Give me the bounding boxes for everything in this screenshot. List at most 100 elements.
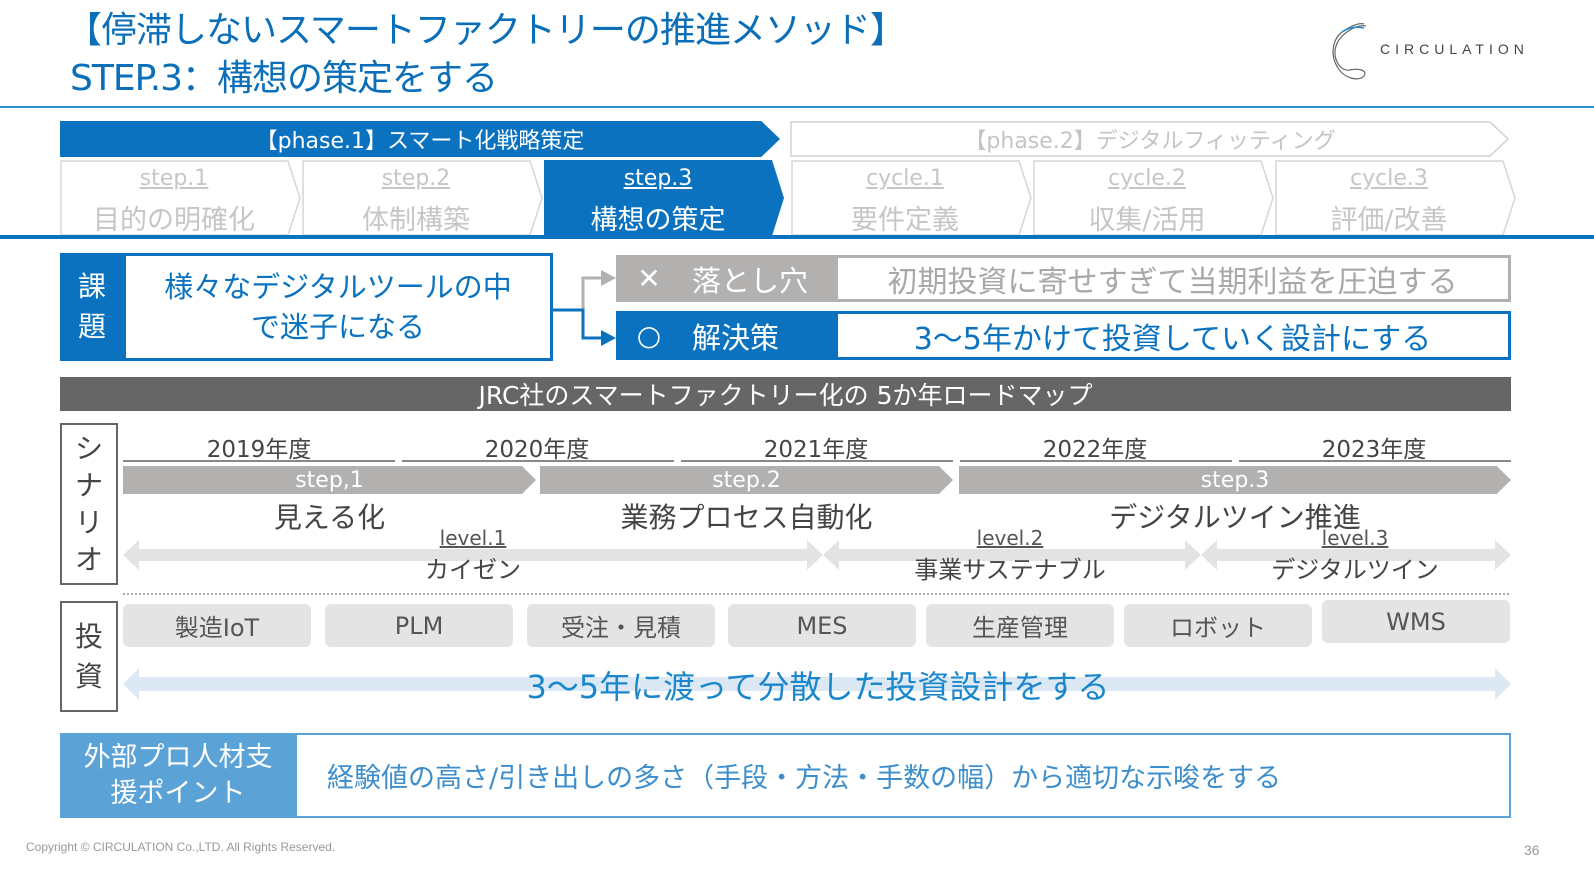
investment-message: 3～5年に渡って分散した投資設計をする bbox=[526, 668, 1110, 706]
pitfall-tag: ✕ 落とし穴 bbox=[616, 255, 838, 302]
roadmap-step-1-title: 見える化 bbox=[273, 501, 386, 534]
support-point-box: 経験値の高さ/引き出しの多さ（手段・方法・手数の幅）から適切な示唆をする bbox=[295, 733, 1511, 818]
support-point-tag: 外部プロ人材支 援ポイント bbox=[60, 733, 296, 818]
year-2023: 2023年度 bbox=[1321, 437, 1427, 463]
roadmap-title: JRC社のスマートファクトリー化の 5か年ロードマップ bbox=[478, 381, 1093, 410]
solution-tag-label: 解決策 bbox=[692, 320, 780, 355]
level-3-text: デジタルツイン bbox=[1271, 556, 1439, 584]
investment-item: PLM bbox=[325, 604, 513, 647]
step-2-chevron: step.2 体制構築 bbox=[302, 160, 543, 236]
copyright: Copyright © CIRCULATION Co.,LTD. All Rig… bbox=[26, 840, 336, 854]
level-3-group: level.3 デジタルツイン bbox=[1245, 526, 1465, 585]
branch-connector-icon bbox=[553, 270, 616, 346]
cycle-2-sub: cycle.2 bbox=[1108, 166, 1186, 191]
step-3-label: 構想の策定 bbox=[590, 205, 726, 236]
phase-2-outline bbox=[790, 121, 1510, 157]
issue-tag: 課 題 bbox=[60, 253, 124, 361]
scenario-char: ナ bbox=[74, 469, 103, 502]
cycle-2-label: 収集/活用 bbox=[1088, 205, 1206, 236]
solution-text: 3～5年かけて投資していく設計にする bbox=[913, 321, 1432, 357]
roadmap-step-1-label: step,1 bbox=[295, 467, 364, 493]
investment-item: MES bbox=[728, 604, 916, 647]
step-2-label: 体制構築 bbox=[362, 205, 470, 236]
level-3-label: level.3 bbox=[1321, 526, 1389, 550]
scenario-tag: シ ナ リ オ bbox=[60, 423, 118, 585]
issue-text-box: 様々なデジタルツールの中 で迷子になる bbox=[123, 253, 553, 361]
support-tag-line2: 援ポイント bbox=[110, 777, 246, 809]
investment-char: 投 bbox=[74, 619, 103, 653]
roadmap-step-1-bar: step,1 bbox=[123, 466, 536, 494]
level-2-text: 事業サステナブル bbox=[914, 556, 1106, 584]
header-divider bbox=[0, 106, 1594, 108]
roadmap-step-2-bar: step.2 bbox=[540, 466, 953, 494]
cycle-1-sub: cycle.1 bbox=[866, 166, 944, 191]
pitfall-text-box: 初期投資に寄せすぎて当期利益を圧迫する bbox=[837, 255, 1511, 302]
level-1-group: level.1 カイゼン bbox=[373, 526, 573, 585]
level-2-group: level.2 事業サステナブル bbox=[890, 526, 1130, 585]
pitfall-text: 初期投資に寄せすぎて当期利益を圧迫する bbox=[887, 264, 1458, 300]
page-title-line1: 【停滞しないスマートファクトリーの推進メソッド】 bbox=[66, 10, 906, 51]
level-1-label: level.1 bbox=[439, 526, 507, 550]
year-2021: 2021年度 bbox=[763, 437, 869, 463]
solution-tag: ○ 解決策 bbox=[616, 311, 838, 360]
investment-tag: 投 資 bbox=[60, 601, 118, 712]
cycle-3-sub: cycle.3 bbox=[1350, 166, 1428, 191]
logo-swirl-icon bbox=[1332, 23, 1367, 80]
level-2-label: level.2 bbox=[976, 526, 1044, 550]
step-2-sub: step.2 bbox=[381, 166, 451, 191]
investment-item: WMS bbox=[1322, 600, 1510, 643]
roadmap-step-3-label: step.3 bbox=[1200, 467, 1270, 493]
step-1-sub: step.1 bbox=[139, 166, 209, 191]
solution-text-box: 3～5年かけて投資していく設計にする bbox=[837, 311, 1511, 360]
page-title-line2: STEP.3：構想の策定をする bbox=[70, 58, 498, 99]
section-divider bbox=[123, 593, 1509, 595]
phase-1-bar: 【phase.1】スマート化戦略策定 bbox=[60, 121, 780, 157]
pitfall-tag-label: 落とし穴 bbox=[692, 263, 809, 298]
steps-divider bbox=[0, 235, 1594, 239]
cycle-1-chevron: cycle.1 要件定義 bbox=[791, 160, 1032, 236]
circle-icon: ○ bbox=[636, 319, 662, 352]
roadmap-step-2-label: step.2 bbox=[712, 467, 781, 493]
logo-text: CIRCULATION bbox=[1380, 41, 1529, 57]
roadmap-title-bar: JRC社のスマートファクトリー化の 5か年ロードマップ bbox=[60, 377, 1511, 411]
issue-text-line1: 様々なデジタルツールの中 bbox=[164, 270, 512, 304]
level-1-text: カイゼン bbox=[425, 556, 521, 584]
scenario-char: シ bbox=[74, 432, 103, 465]
issue-tag-char-2: 題 bbox=[77, 310, 106, 343]
year-2022: 2022年度 bbox=[1042, 437, 1148, 463]
cycle-2-chevron: cycle.2 収集/活用 bbox=[1033, 160, 1274, 236]
step-1-chevron: step.1 目的の明確化 bbox=[60, 160, 301, 236]
step-3-chevron: step.3 構想の策定 bbox=[544, 160, 784, 236]
investment-item: 製造IoT bbox=[123, 604, 311, 647]
investment-char: 資 bbox=[74, 659, 103, 693]
cycle-3-chevron: cycle.3 評価/改善 bbox=[1275, 160, 1516, 236]
support-text: 経験値の高さ/引き出しの多さ（手段・方法・手数の幅）から適切な示唆をする bbox=[327, 763, 1282, 794]
investment-item: ロボット bbox=[1124, 604, 1312, 647]
year-underline bbox=[123, 460, 395, 462]
level-double-arrows-icon bbox=[123, 540, 1511, 570]
roadmap-step-3-title: デジタルツイン推進 bbox=[1109, 501, 1361, 534]
support-tag-line1: 外部プロ人材支 bbox=[83, 741, 273, 773]
year-underline bbox=[1239, 460, 1511, 462]
phase-2-label: 【phase.2】デジタルフィッティング bbox=[964, 129, 1336, 154]
year-2020: 2020年度 bbox=[484, 437, 590, 463]
issue-text-line2: で迷子になる bbox=[250, 310, 425, 344]
roadmap-step-2-title: 業務プロセス自動化 bbox=[620, 501, 873, 534]
phase-1-label: 【phase.1】スマート化戦略策定 bbox=[255, 129, 585, 154]
investment-item: 受注・見積 bbox=[527, 604, 715, 647]
scenario-char: オ bbox=[74, 543, 103, 576]
step-1-label: 目的の明確化 bbox=[93, 205, 255, 236]
step-3-sub: step.3 bbox=[623, 166, 693, 191]
page-number: 36 bbox=[1524, 842, 1540, 858]
company-logo: CIRCULATION bbox=[1328, 18, 1548, 84]
year-2019: 2019年度 bbox=[206, 437, 312, 463]
year-underline bbox=[402, 460, 674, 462]
investment-double-arrow-icon bbox=[123, 668, 1511, 700]
year-underline bbox=[960, 460, 1232, 462]
cycle-3-label: 評価/改善 bbox=[1330, 205, 1448, 236]
investment-item: 生産管理 bbox=[926, 604, 1114, 647]
cross-icon: ✕ bbox=[637, 262, 661, 295]
scenario-char: リ bbox=[74, 506, 103, 539]
roadmap-step-3-bar: step.3 bbox=[959, 466, 1511, 494]
year-underline bbox=[681, 460, 953, 462]
